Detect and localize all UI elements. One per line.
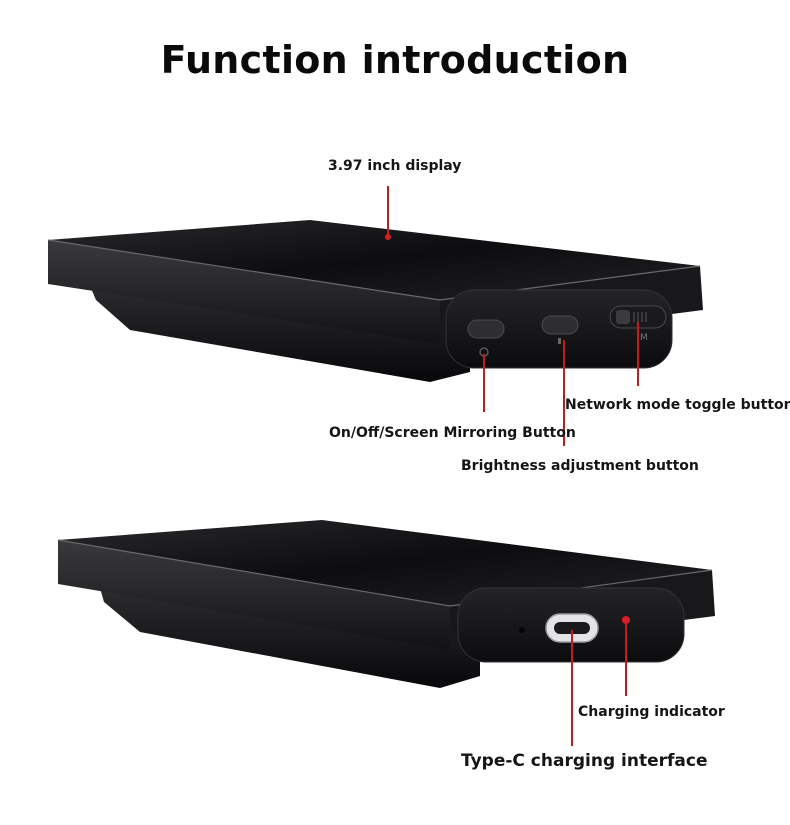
brightness-button-label: Brightness adjustment button — [461, 458, 699, 474]
screen-surface-top — [48, 220, 700, 300]
network-toggle-label: Network mode toggle button — [565, 397, 790, 413]
brightness-leader — [563, 340, 565, 446]
typec-leader — [571, 630, 573, 746]
charging-indicator-leader — [625, 624, 627, 696]
power-button-label: On/Off/Screen Mirroring Button — [329, 425, 576, 441]
power-leader — [483, 354, 485, 412]
display-dot — [385, 234, 391, 240]
display-leader — [387, 186, 389, 238]
switch-mode-letter: M — [640, 333, 648, 343]
brightness-button — [541, 315, 579, 335]
screen-surface-bottom — [58, 520, 712, 606]
display-label: 3.97 inch display — [328, 158, 462, 174]
network-leader — [637, 322, 639, 386]
network-switch-thumb — [616, 310, 630, 324]
brightness-icon — [558, 338, 561, 344]
microphone-hole — [519, 627, 525, 633]
charging-indicator-label: Charging indicator — [578, 704, 725, 720]
charging-indicator-light — [622, 616, 630, 624]
power-button — [467, 319, 505, 339]
page-title: Function introduction — [160, 38, 630, 82]
typec-interface-label: Type-C charging interface — [461, 751, 708, 771]
